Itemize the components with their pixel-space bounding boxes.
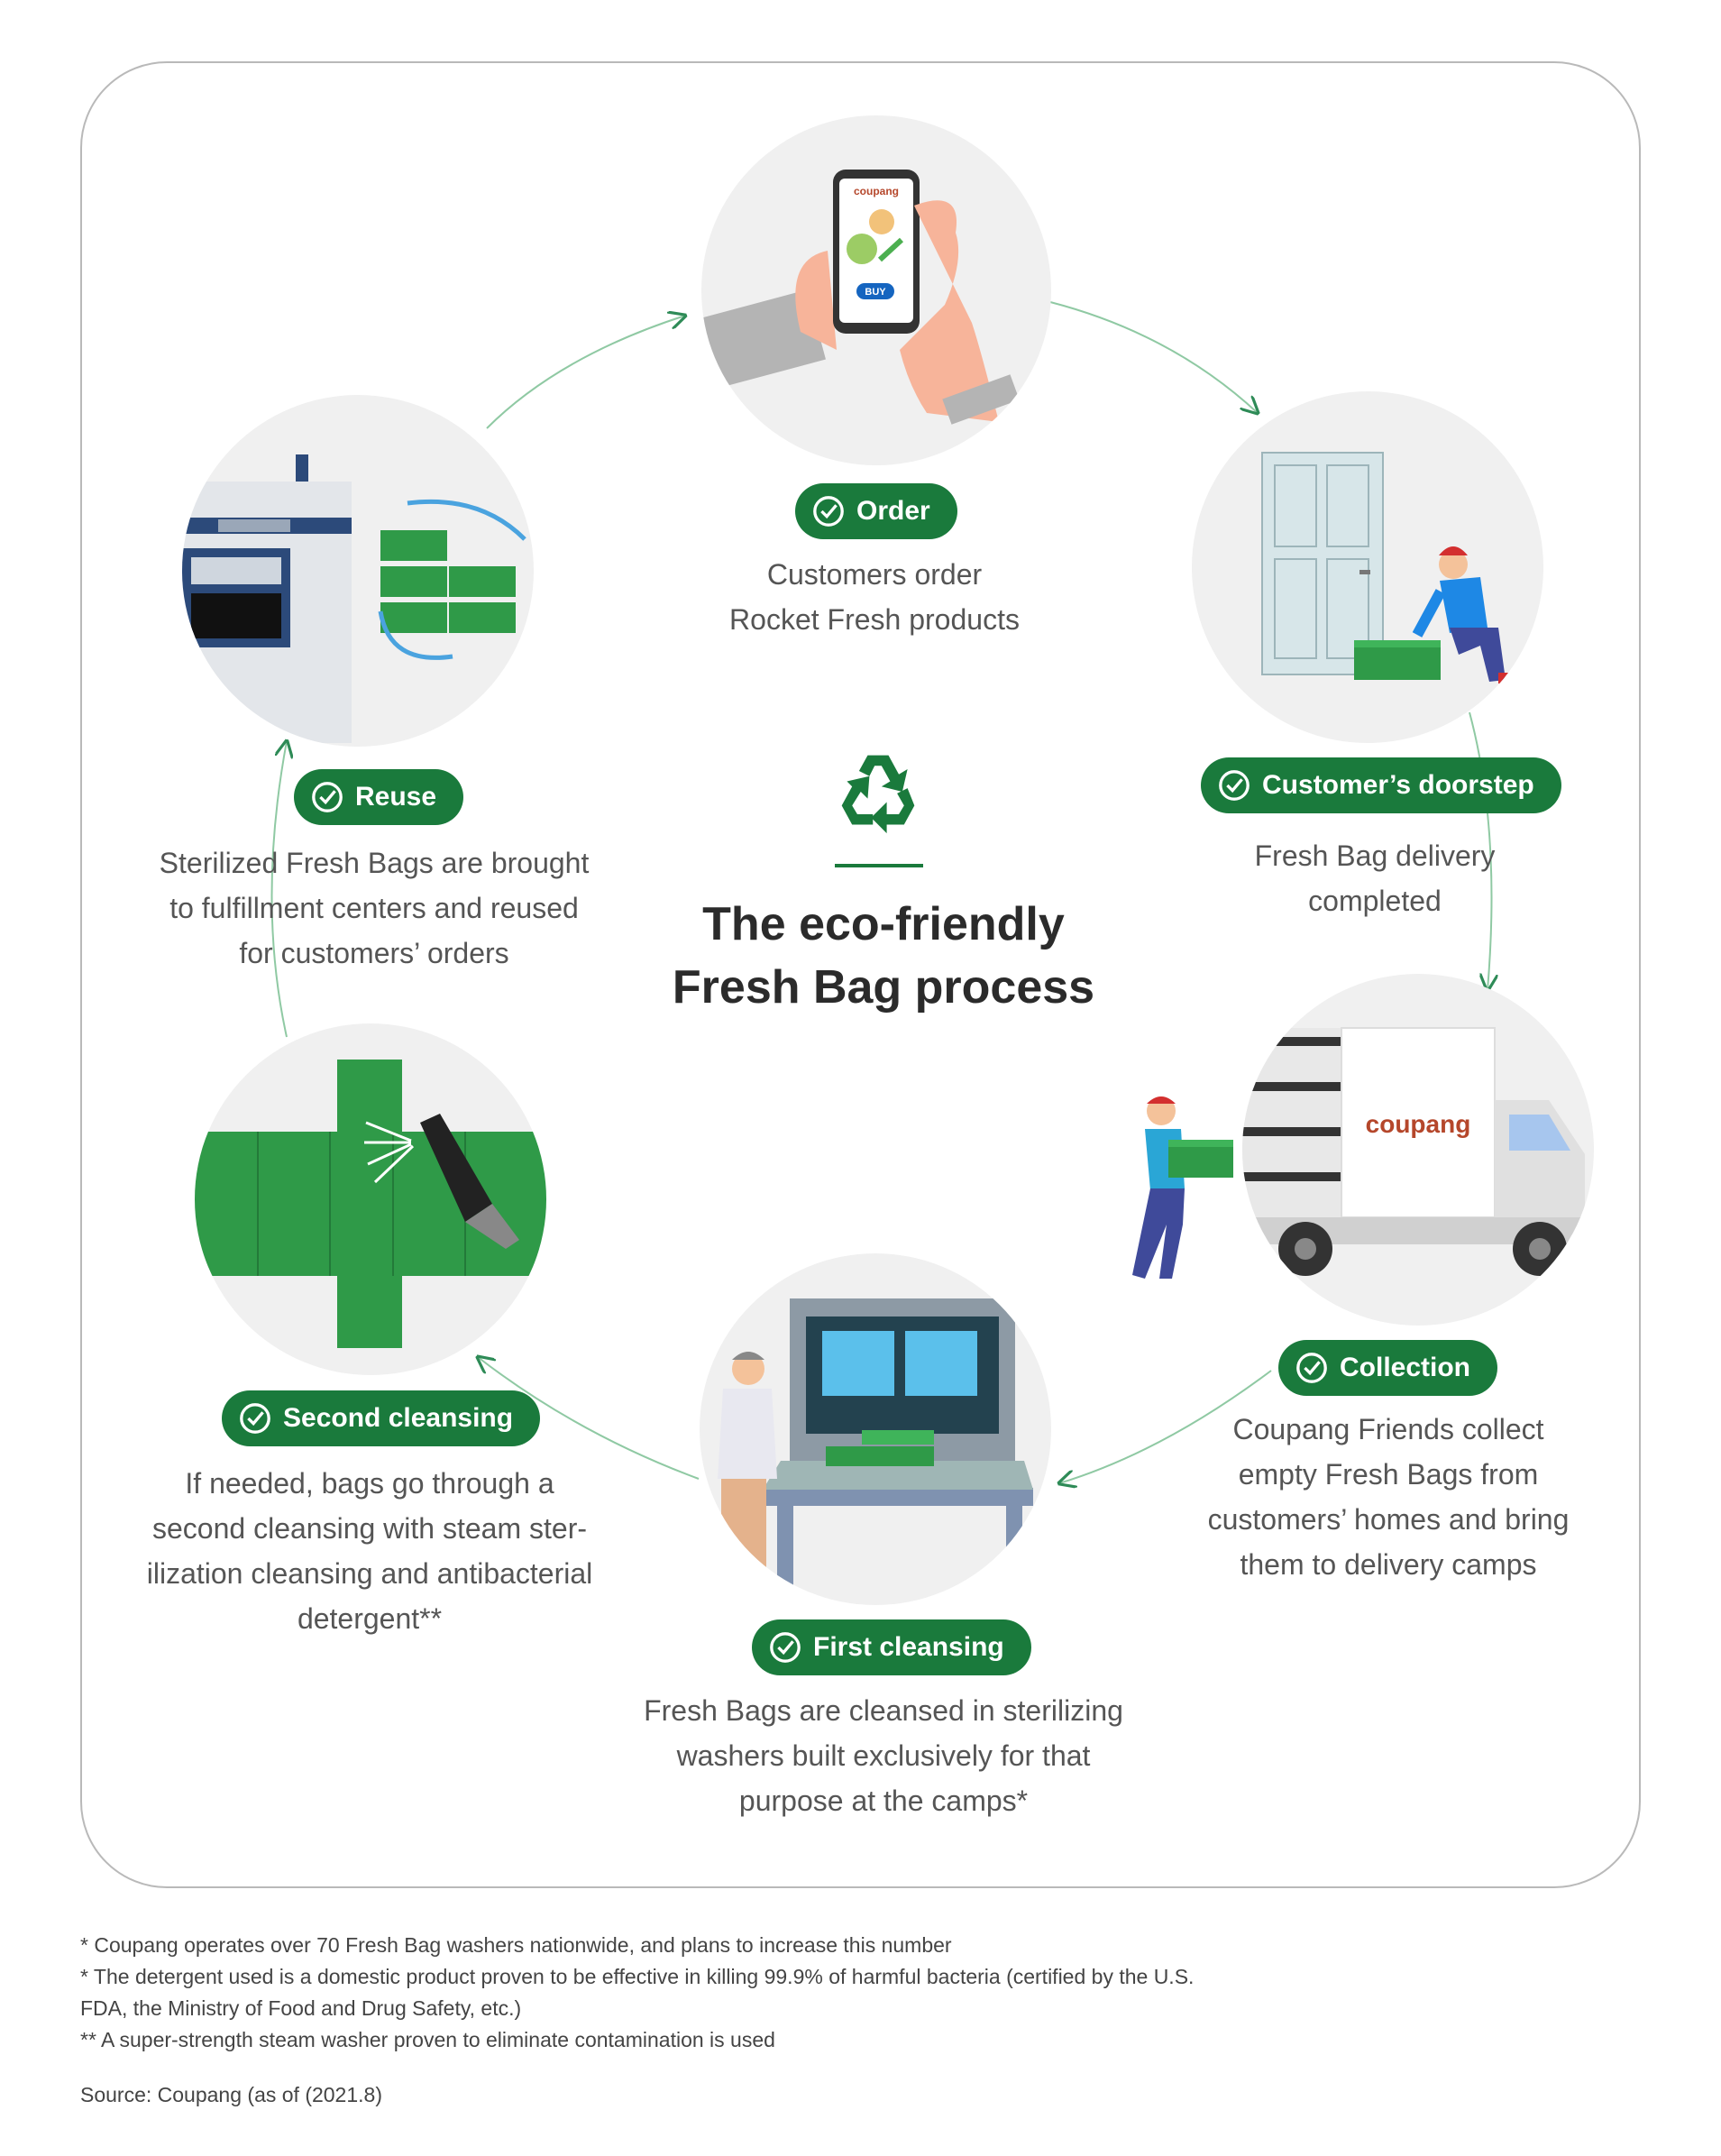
onion-icon	[869, 209, 894, 234]
unfolded-bag	[195, 1132, 546, 1276]
footnote: * The detergent used is a domestic produ…	[80, 1965, 1195, 1988]
sleeve-right	[942, 374, 1020, 425]
step-doorstep-description: Fresh Bag delivery completed	[1254, 839, 1496, 917]
step-first-cleansing-badge: First cleansing	[752, 1619, 1031, 1675]
collection-illustration: coupang	[1242, 974, 1594, 1326]
step-second-cleansing-description: If needed, bags go through a second clea…	[146, 1467, 593, 1635]
reuse-illustration	[182, 395, 534, 747]
title-line-1: The eco-friendly	[702, 898, 1065, 950]
arrow-order-to-doorstep	[1049, 301, 1258, 413]
footnote: FDA, the Ministry of Food and Drug Safet…	[80, 1996, 522, 2020]
bag-on-conveyor	[826, 1446, 934, 1466]
second-cleansing-illustration	[195, 1023, 546, 1375]
steam-spray	[364, 1121, 415, 1184]
step-order-description: Customers order Rocket Fresh products	[729, 558, 1020, 636]
check-circle-icon	[312, 782, 343, 812]
steam-nozzle-icon	[420, 1114, 492, 1222]
fresh-bag-icon	[1354, 646, 1441, 680]
footnotes: * Coupang operates over 70 Fresh Bag was…	[80, 1930, 1433, 2056]
source-note: Source: Coupang (as of (2021.8)	[80, 2083, 382, 2106]
hand-palm	[795, 251, 837, 350]
greens-icon	[877, 237, 904, 262]
sleeve-left	[701, 289, 826, 390]
arrow-doorstep-to-collection	[1469, 711, 1492, 990]
step-collection-description: Coupang Friends collect empty Fresh Bags…	[1207, 1413, 1570, 1581]
arrow-second-to-reuse	[270, 741, 288, 1038]
arrow-reuse-to-order	[486, 316, 685, 429]
phone-brand: coupang	[854, 185, 899, 197]
recycle-icon	[841, 755, 915, 834]
svg-text:BUY: BUY	[865, 287, 886, 298]
check-circle-icon	[240, 1403, 270, 1434]
check-circle-icon	[770, 1632, 801, 1663]
collector-person	[1132, 1096, 1233, 1279]
door-icon	[1261, 452, 1384, 675]
step-second-cleansing-badge: Second cleansing	[222, 1390, 541, 1446]
step-reuse-description: Sterilized Fresh Bags are brought to ful…	[159, 847, 590, 969]
footnote: * Coupang operates over 70 Fresh Bag was…	[80, 1933, 952, 1957]
truck-brand: coupang	[1366, 1110, 1471, 1138]
step-doorstep-badge: Customer’s doorstep	[1201, 757, 1561, 813]
conveyor	[763, 1488, 1033, 1506]
page-title: The eco-friendly Fresh Bag process	[577, 893, 1190, 1019]
arrow-collection-to-first	[1059, 1370, 1272, 1483]
truck-body	[1341, 1027, 1496, 1218]
step-first-cleansing-description: Fresh Bags are cleansed in sterilizing w…	[644, 1694, 1123, 1817]
worker-person	[732, 1353, 764, 1385]
hand-right	[900, 200, 999, 422]
title-divider	[835, 864, 923, 867]
buy-button	[856, 283, 894, 299]
step-order-badge: Order	[795, 483, 957, 539]
check-circle-icon	[813, 496, 844, 527]
first-cleansing-illustration	[700, 1253, 1051, 1605]
step-collection-badge: Collection	[1278, 1340, 1498, 1396]
arrow-first-to-second	[478, 1357, 700, 1480]
title-line-2: Fresh Bag process	[672, 961, 1095, 1014]
order-illustration: coupang BUY	[701, 115, 1051, 465]
bag-stack	[380, 530, 516, 633]
footnote: ** A super-strength steam washer proven …	[80, 2028, 775, 2051]
delivery-person	[1439, 550, 1468, 579]
diagram-frame	[80, 61, 1641, 1888]
step-reuse-badge: Reuse	[294, 769, 464, 825]
check-circle-icon	[1219, 770, 1250, 801]
check-circle-icon	[1296, 1353, 1327, 1383]
doorstep-illustration	[1192, 391, 1543, 743]
reuse-cycle-arrow	[407, 499, 526, 541]
cabbage-icon	[847, 234, 877, 264]
